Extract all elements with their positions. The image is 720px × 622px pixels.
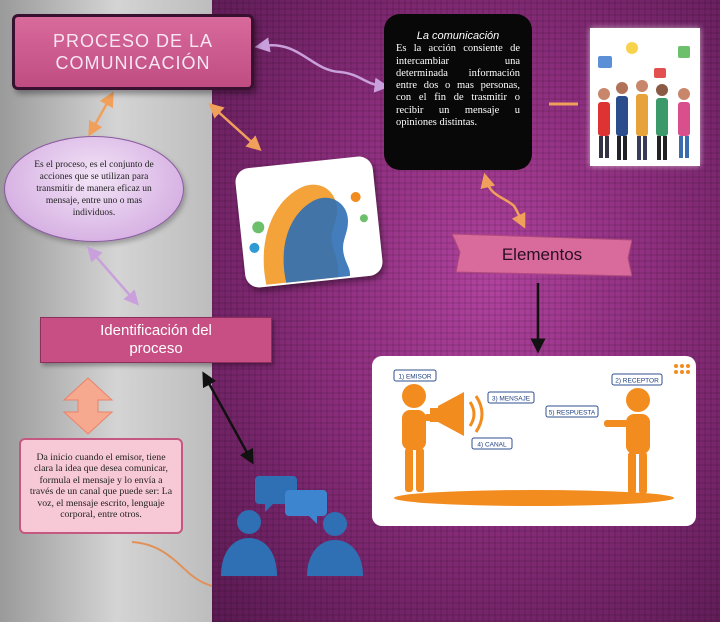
arrow-title-to-definition xyxy=(88,91,114,137)
label-emisor-box xyxy=(393,369,437,382)
process-description-text: Da inicio cuando el emisor, tiene clara … xyxy=(29,451,173,521)
diagram-label-respuesta: 5) RESPUESTA xyxy=(549,410,596,417)
communication-text: Es la acción consiente de intercambiar u… xyxy=(396,43,520,129)
connector-description-to-icon xyxy=(131,541,213,587)
diagram-label-mensaje: 3) MENSAJE xyxy=(492,396,531,403)
arrow-communication-to-elements xyxy=(480,172,526,229)
diagram-label-receptor: 2) RECEPTOR xyxy=(615,378,659,385)
up-down-arrow-icon xyxy=(62,377,114,435)
arrow-identification-to-icon xyxy=(202,371,254,465)
arrow-title-to-profile xyxy=(208,102,262,152)
identification-line2: proceso xyxy=(129,340,183,357)
arrow-title-to-communication xyxy=(254,37,390,93)
profile-faces-image xyxy=(234,155,384,289)
definition-ellipse: Es el proceso, es el conjunto de accione… xyxy=(4,136,184,242)
process-title-line1: PROCESO DE LA xyxy=(52,31,214,51)
megaphone-icon xyxy=(430,392,484,436)
process-title-line2: COMUNICACIÓN xyxy=(55,53,211,73)
person-figure-4 xyxy=(656,84,668,160)
person-figure-1 xyxy=(598,88,610,158)
process-title-box: PROCESO DE LA COMUNICACIÓN xyxy=(12,14,254,90)
person-figure-2 xyxy=(616,82,628,160)
person-figure-5 xyxy=(678,88,690,158)
elements-label: Elementos xyxy=(501,245,583,264)
emisor-figure xyxy=(402,384,446,492)
identification-box: Identificación del proceso xyxy=(40,317,272,363)
label-respuesta-box xyxy=(545,405,599,418)
label-receptor-box xyxy=(611,373,663,386)
identification-line1: Identificación del xyxy=(100,322,212,339)
arrow-definition-to-identification xyxy=(87,246,139,306)
diagram-label-canal: 4) CANAL xyxy=(477,442,507,449)
elements-banner-shape xyxy=(452,233,632,277)
decorative-dots-icon xyxy=(674,364,690,374)
communication-title: La comunicación xyxy=(416,30,500,42)
person-figure-3 xyxy=(636,80,648,160)
communication-elements-diagram: 1) EMISOR 3) MENSAJE 4) CANAL 2) RECEPTO… xyxy=(372,356,696,526)
communication-box: La comunicación Es la acción consiente d… xyxy=(384,14,532,170)
definition-text: Es el proceso, es el conjunto de accione… xyxy=(34,160,154,218)
people-communicating-image xyxy=(590,28,700,166)
people-chat-icon xyxy=(221,476,363,576)
label-canal-box xyxy=(471,437,513,450)
receptor-figure xyxy=(604,388,650,494)
diagram-label-emisor: 1) EMISOR xyxy=(398,374,432,381)
label-mensaje-box xyxy=(487,391,535,404)
process-description-box: Da inicio cuando el emisor, tiene clara … xyxy=(19,438,183,534)
